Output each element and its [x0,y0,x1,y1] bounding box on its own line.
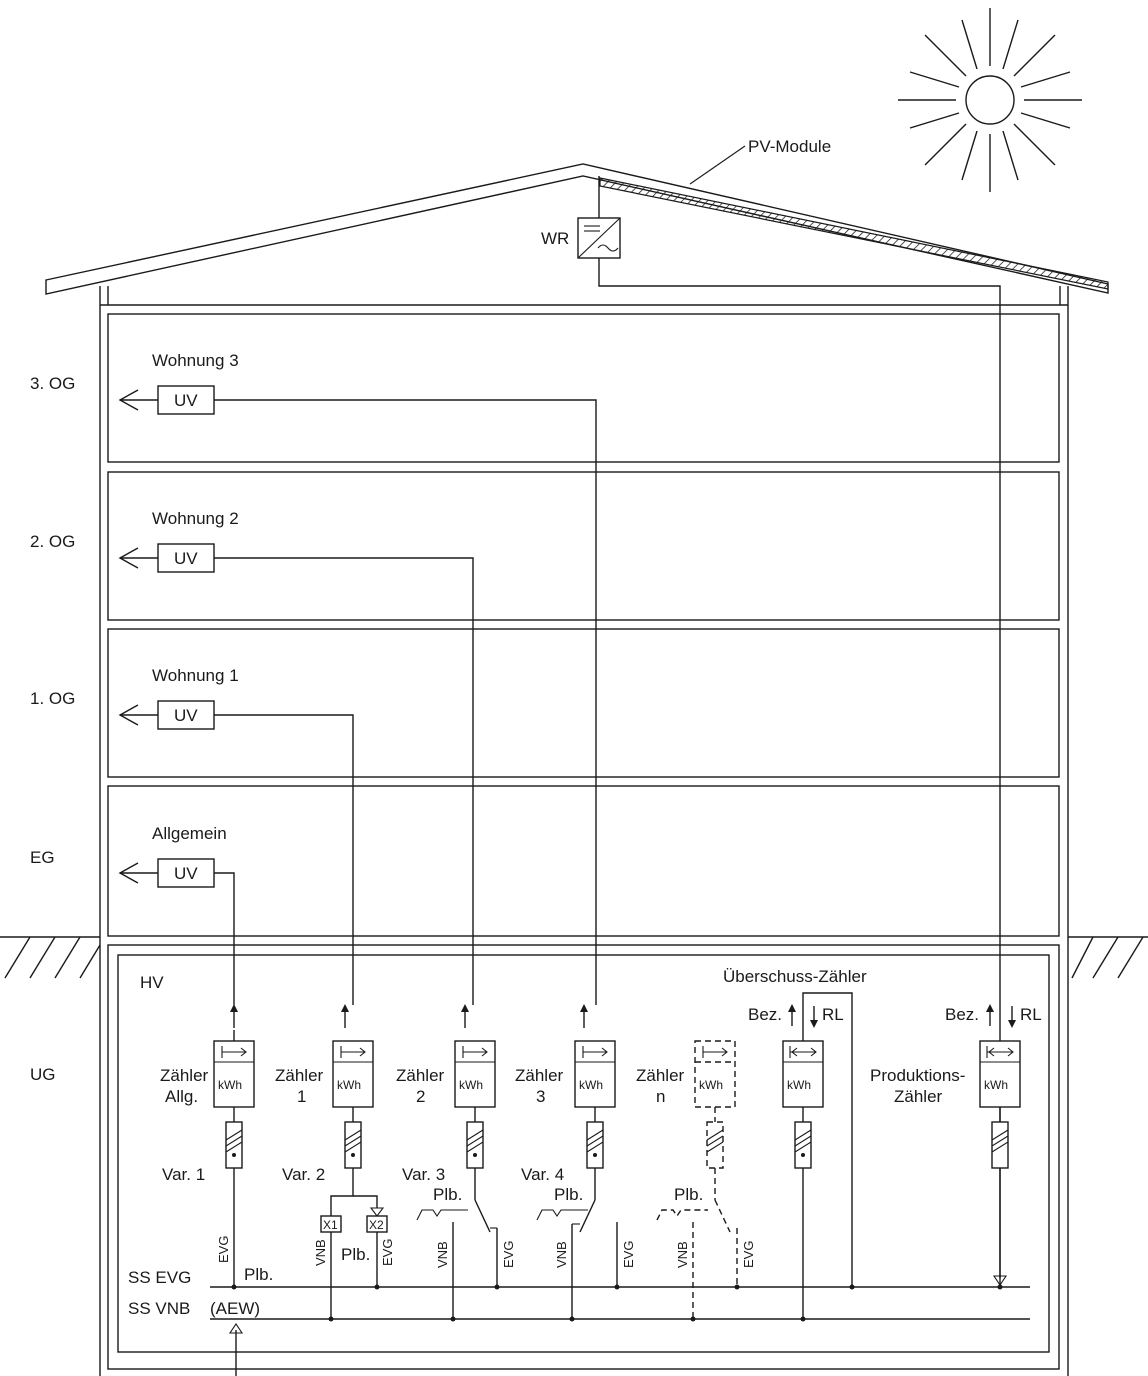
arrow-left-icon [118,862,139,884]
meter-name: Zähler [396,1066,445,1085]
meter-name: Zähler [515,1066,564,1085]
unit-wohnung-1: Wohnung 1 UV [118,666,239,730]
evg-label: EVG [216,1236,231,1263]
plb-label: Plb. [433,1185,462,1204]
x2-label: X2 [369,1218,384,1232]
meter-n: kWh [694,1040,736,1108]
level-label-ug: UG [30,1065,56,1084]
floor-3og-box [107,313,1060,463]
surplus-meter-label: Überschuss-Zähler [723,967,867,986]
main-distribution-label: HV [140,973,164,992]
pv-module-label: PV-Module [748,137,831,156]
sub-distribution-label: UV [174,864,198,883]
main-distribution-box [117,954,1050,1353]
fuse-icon [225,1121,1009,1169]
meter-surplus: kWh [782,1040,824,1108]
inverter-label: WR [541,229,569,248]
unit-label: Wohnung 1 [152,666,239,685]
floor-2og-box [107,471,1060,621]
unit-wohnung-2: Wohnung 2 UV [118,509,239,573]
sub-distribution-label: UV [174,549,198,568]
meter-production: kWh [979,1040,1021,1108]
floor-1og-box [107,628,1060,778]
kwh-label: kWh [787,1078,811,1092]
plb-label: Plb. [244,1265,273,1284]
level-label-1og: 1. OG [30,689,75,708]
evg-label: EVG [380,1239,395,1266]
aew-label: (AEW) [210,1299,260,1318]
meter-name: 1 [297,1087,306,1106]
kwh-label: kWh [337,1078,361,1092]
production-meter-name: Zähler [894,1087,943,1106]
bez-label: Bez. [945,1005,979,1024]
production-direction-labels: Bez. RL [945,1004,1042,1028]
level-label-eg: EG [30,848,55,867]
meter-name: 2 [416,1087,425,1106]
plb-label: Plb. [554,1185,583,1204]
vnb-label: VNB [675,1241,690,1268]
arrow-left-icon [118,547,139,569]
meter-name: Zähler [160,1066,209,1085]
building-walls [99,286,1069,1376]
meter-1: kWh [332,1040,374,1108]
variant-label: Var. 1 [162,1165,205,1184]
meter-name: n [656,1087,665,1106]
surplus-direction-labels: Bez. RL [748,1004,844,1028]
unit-label: Allgemein [152,824,227,843]
meter-name: Zähler [636,1066,685,1085]
kwh-label: kWh [984,1078,1008,1092]
rl-label: RL [822,1005,844,1024]
variant-label: Var. 4 [521,1165,564,1184]
kwh-label: kWh [459,1078,483,1092]
evg-label: EVG [621,1241,636,1268]
level-label-3og: 3. OG [30,374,75,393]
junction-dots [231,1284,1003,1322]
kwh-label: kWh [699,1078,723,1092]
rl-label: RL [1020,1005,1042,1024]
sub-distribution-label: UV [174,391,198,410]
meter-name: 3 [536,1087,545,1106]
meter-allg: kWh [213,1030,255,1108]
evg-label: EVG [741,1241,756,1268]
ground-hatch-right [1068,936,1148,979]
variant-label: Var. 2 [282,1165,325,1184]
level-label-2og: 2. OG [30,532,75,551]
meter-3: kWh [574,1040,616,1108]
vnb-label: VNB [313,1239,328,1266]
kwh-label: kWh [579,1078,603,1092]
ground-hatch-left [0,936,101,979]
sub-distribution-label: UV [174,706,198,725]
busbar-evg-label: SS EVG [128,1268,191,1287]
sun-icon [898,8,1082,192]
x1-label: X1 [323,1218,338,1232]
inverter-icon: WR [541,217,621,259]
pv-module-array [599,177,1109,290]
unit-label: Wohnung 2 [152,509,239,528]
meter-name: Allg. [165,1087,198,1106]
floor-eg-box [107,785,1060,937]
roof: PV-Module [45,137,1109,295]
vnb-label: VNB [554,1241,569,1268]
vnb-label: VNB [435,1241,450,1268]
basement-box [107,944,1060,1370]
plb-label: Plb. [341,1245,370,1264]
variant-label: Var. 3 [402,1165,445,1184]
busbar-vnb-label: SS VNB [128,1299,190,1318]
meter-name: Zähler [275,1066,324,1085]
unit-allgemein: Allgemein UV [118,824,227,888]
plb-label: Plb. [674,1185,703,1204]
arrow-left-icon [118,704,139,726]
meter-2: kWh [454,1040,496,1108]
arrow-left-icon [118,389,139,411]
bez-label: Bez. [748,1005,782,1024]
evg-label: EVG [501,1241,516,1268]
arrow-up-icon [230,1004,588,1028]
production-meter-name: Produktions- [870,1066,965,1085]
unit-label: Wohnung 3 [152,351,239,370]
kwh-label: kWh [218,1078,242,1092]
unit-wohnung-3: Wohnung 3 UV [118,351,239,415]
